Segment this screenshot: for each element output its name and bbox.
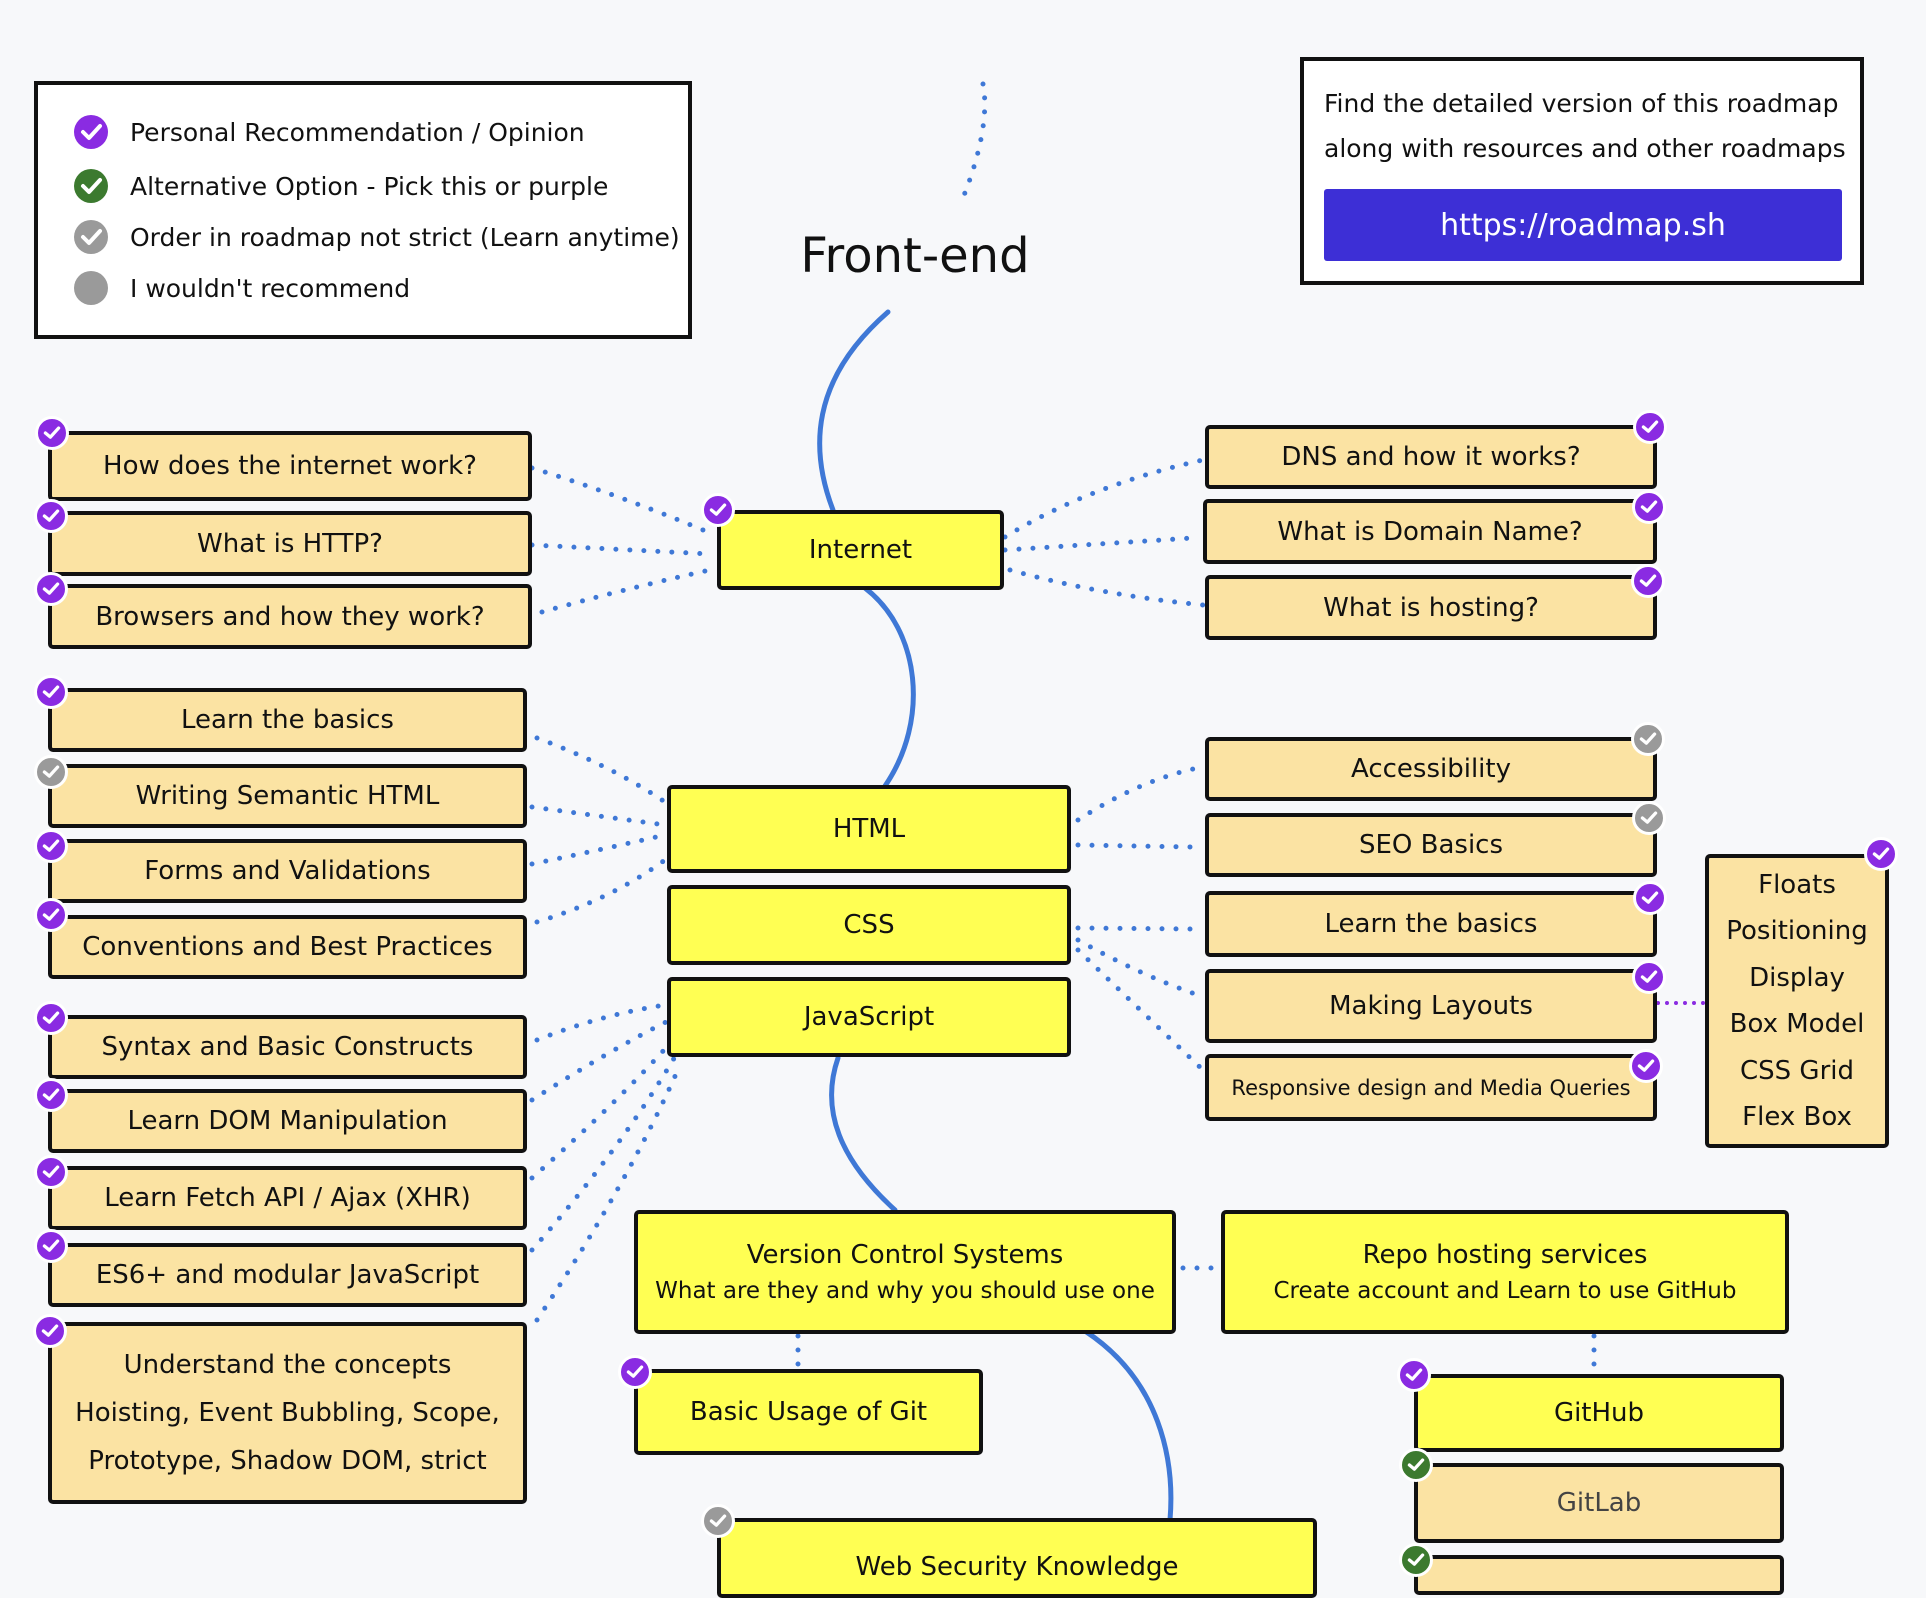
check-badge-icon	[34, 499, 68, 533]
node-repo-hosting[interactable]: Repo hosting services Create account and…	[1221, 1210, 1789, 1334]
node-forms-validations[interactable]: Forms and Validations	[48, 839, 527, 903]
check-badge-icon	[618, 1355, 652, 1389]
legend-label: Order in roadmap not strict (Learn anyti…	[130, 222, 680, 252]
concepts-line: Hoisting, Event Bubbling, Scope,	[75, 1398, 500, 1428]
node-title: Repo hosting services	[1362, 1240, 1648, 1270]
node-title: Version Control Systems	[746, 1240, 1064, 1270]
check-badge-icon	[34, 829, 68, 863]
node-browsers[interactable]: Browsers and how they work?	[48, 584, 532, 649]
node-version-control[interactable]: Version Control Systems What are they an…	[634, 1210, 1176, 1334]
node-dns[interactable]: DNS and how it works?	[1205, 425, 1657, 489]
node-what-is-http[interactable]: What is HTTP?	[48, 511, 532, 576]
node-javascript[interactable]: JavaScript	[667, 977, 1071, 1057]
node-js-concepts[interactable]: Understand the concepts Hoisting, Event …	[48, 1322, 527, 1504]
check-badge-icon	[34, 1229, 68, 1263]
legend-label: Alternative Option - Pick this or purple	[130, 171, 609, 201]
check-badge-icon	[701, 1504, 735, 1538]
node-gitlab[interactable]: GitLab	[1414, 1463, 1784, 1543]
check-badge-icon	[1631, 564, 1665, 598]
node-seo-basics[interactable]: SEO Basics	[1205, 813, 1657, 877]
alternative-check-icon	[74, 169, 108, 203]
node-conventions[interactable]: Conventions and Best Practices	[48, 915, 527, 979]
layout-topic: Flex Box	[1742, 1102, 1852, 1132]
node-css-basics[interactable]: Learn the basics	[1205, 891, 1657, 957]
node-html-basics[interactable]: Learn the basics	[48, 688, 527, 752]
legend-item-not-recommended: I wouldn't recommend	[74, 271, 410, 305]
check-badge-icon	[34, 675, 68, 709]
legend-label: I wouldn't recommend	[130, 273, 411, 303]
info-text: Find the detailed version of this roadma…	[1324, 81, 1846, 171]
node-domain-name[interactable]: What is Domain Name?	[1203, 499, 1657, 564]
legend-box: Personal Recommendation / Opinion Altern…	[34, 81, 692, 339]
check-badge-icon	[34, 572, 68, 606]
node-basic-git[interactable]: Basic Usage of Git	[634, 1369, 983, 1455]
node-fetch-api[interactable]: Learn Fetch API / Ajax (XHR)	[48, 1166, 527, 1230]
legend-item-not-strict: Order in roadmap not strict (Learn anyti…	[74, 220, 680, 254]
legend-label: Personal Recommendation / Opinion	[130, 117, 585, 147]
check-badge-icon	[35, 416, 69, 450]
check-badge-icon	[1399, 1543, 1433, 1577]
check-badge-icon	[1399, 1448, 1433, 1482]
check-badge-icon	[1633, 881, 1667, 915]
check-badge-icon	[1632, 490, 1666, 524]
layout-topic: Floats	[1758, 869, 1836, 900]
check-badge-icon	[33, 1314, 67, 1348]
node-semantic-html[interactable]: Writing Semantic HTML	[48, 764, 527, 828]
layout-topic: Display	[1749, 962, 1845, 993]
check-badge-icon	[34, 898, 68, 932]
node-subtitle: Create account and Learn to use GitHub	[1273, 1278, 1737, 1304]
check-badge-icon	[1864, 837, 1898, 871]
layout-topic: Positioning	[1726, 916, 1868, 946]
info-line-1: Find the detailed version of this roadma…	[1324, 89, 1839, 118]
check-badge-icon	[1631, 722, 1665, 756]
node-internet[interactable]: Internet	[717, 510, 1004, 590]
node-web-security[interactable]: Web Security Knowledge	[717, 1518, 1317, 1598]
recommended-check-icon	[74, 115, 108, 149]
node-accessibility[interactable]: Accessibility	[1205, 737, 1657, 801]
node-layout-topics[interactable]: Floats Positioning Display Box Model CSS…	[1705, 854, 1889, 1148]
check-badge-icon	[1633, 410, 1667, 444]
legend-item-recommended: Personal Recommendation / Opinion	[74, 115, 585, 149]
check-badge-icon	[34, 1078, 68, 1112]
check-badge-icon	[1632, 960, 1666, 994]
check-badge-icon	[34, 1155, 68, 1189]
roadmap-link-button[interactable]: https://roadmap.sh	[1324, 189, 1842, 261]
concepts-line: Prototype, Shadow DOM, strict	[88, 1446, 487, 1476]
check-badge-icon	[34, 1001, 68, 1035]
node-syntax[interactable]: Syntax and Basic Constructs	[48, 1015, 527, 1079]
concepts-line: Understand the concepts	[123, 1350, 452, 1380]
page-title: Front-end	[800, 228, 1030, 284]
info-box: Find the detailed version of this roadma…	[1300, 57, 1864, 285]
node-making-layouts[interactable]: Making Layouts	[1205, 969, 1657, 1043]
node-subtitle: What are they and why you should use one	[655, 1278, 1155, 1304]
check-badge-icon	[1632, 801, 1666, 835]
node-dom-manipulation[interactable]: Learn DOM Manipulation	[48, 1089, 527, 1153]
not-strict-check-icon	[74, 220, 108, 254]
check-badge-icon	[34, 755, 68, 789]
node-how-internet-works[interactable]: How does the internet work?	[48, 431, 532, 501]
layout-topic: Box Model	[1729, 1009, 1865, 1039]
check-badge-icon	[701, 493, 735, 527]
layout-topic: CSS Grid	[1740, 1055, 1854, 1086]
check-badge-icon	[1629, 1049, 1663, 1083]
legend-item-alternative: Alternative Option - Pick this or purple	[74, 169, 608, 203]
node-hosting[interactable]: What is hosting?	[1205, 575, 1657, 640]
node-css[interactable]: CSS	[667, 885, 1071, 965]
node-html[interactable]: HTML	[667, 785, 1071, 873]
node-github[interactable]: GitHub	[1414, 1374, 1784, 1452]
info-line-2: along with resources and other roadmaps	[1324, 134, 1846, 163]
not-recommended-dot-icon	[74, 271, 108, 305]
node-responsive-design[interactable]: Responsive design and Media Queries	[1205, 1054, 1657, 1121]
node-next-repo-service[interactable]	[1414, 1555, 1784, 1595]
node-es6[interactable]: ES6+ and modular JavaScript	[48, 1243, 527, 1307]
check-badge-icon	[1397, 1358, 1431, 1392]
